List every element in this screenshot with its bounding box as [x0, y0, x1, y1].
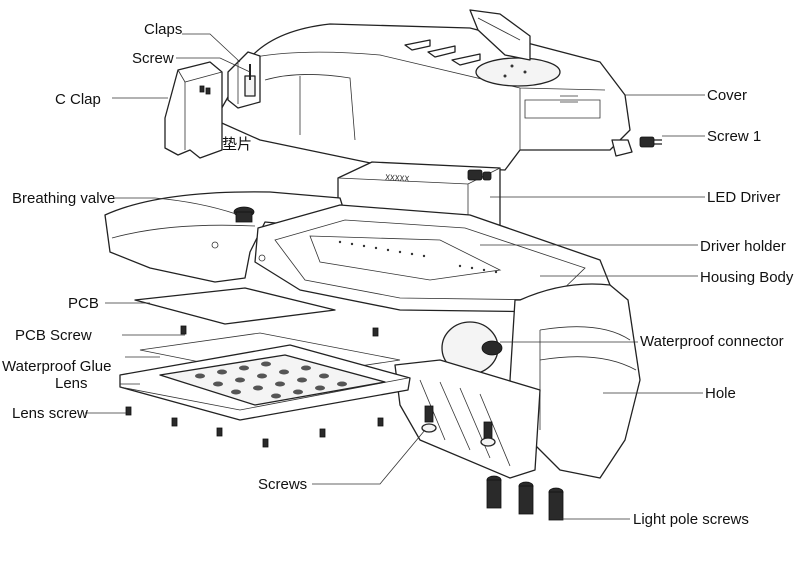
- pcb-part: [134, 287, 336, 325]
- label-breathing-valve: Breathing valve: [12, 190, 115, 207]
- pcb-screws: [180, 325, 379, 337]
- claps-part: [227, 51, 261, 109]
- lens-part: [119, 344, 411, 421]
- light-pole-screws: [486, 475, 564, 521]
- label-screw-1: Screw 1: [707, 128, 761, 145]
- label-driver-holder: Driver holder: [700, 238, 786, 255]
- label-hole: Hole: [705, 385, 736, 402]
- housing-body-part: [104, 191, 641, 479]
- label-waterproof-connector: Waterproof connector: [640, 333, 784, 350]
- label-lens-screw: Lens screw: [12, 405, 88, 422]
- screw-1-part: [639, 136, 662, 148]
- label-claps: Claps: [144, 21, 182, 38]
- label-housing-body: Housing Body: [700, 269, 794, 286]
- clamp-screws: [421, 405, 496, 447]
- label-lens: Lens: [55, 375, 88, 392]
- c-clap-part: [164, 61, 223, 159]
- label-led-driver: LED Driver: [707, 189, 780, 206]
- labels: Claps Screw C Clap 垫片 Cover Screw 1 Brea…: [2, 21, 794, 528]
- label-screw: Screw: [132, 50, 174, 67]
- label-pcb-screw: PCB Screw: [15, 327, 92, 344]
- label-gasket: 垫片: [222, 135, 252, 153]
- label-screws: Screws: [258, 476, 307, 493]
- cover-part: [214, 9, 633, 171]
- leader-lines: [85, 33, 705, 520]
- label-c-clap: C Clap: [55, 91, 101, 108]
- driver-marking: XXXXX: [385, 173, 410, 184]
- label-waterproof-glue: Waterproof Glue: [2, 358, 112, 375]
- label-pcb: PCB: [68, 295, 99, 312]
- lens-screws: [125, 406, 384, 448]
- label-light-pole-screws: Light pole screws: [633, 511, 749, 528]
- label-cover: Cover: [707, 87, 747, 104]
